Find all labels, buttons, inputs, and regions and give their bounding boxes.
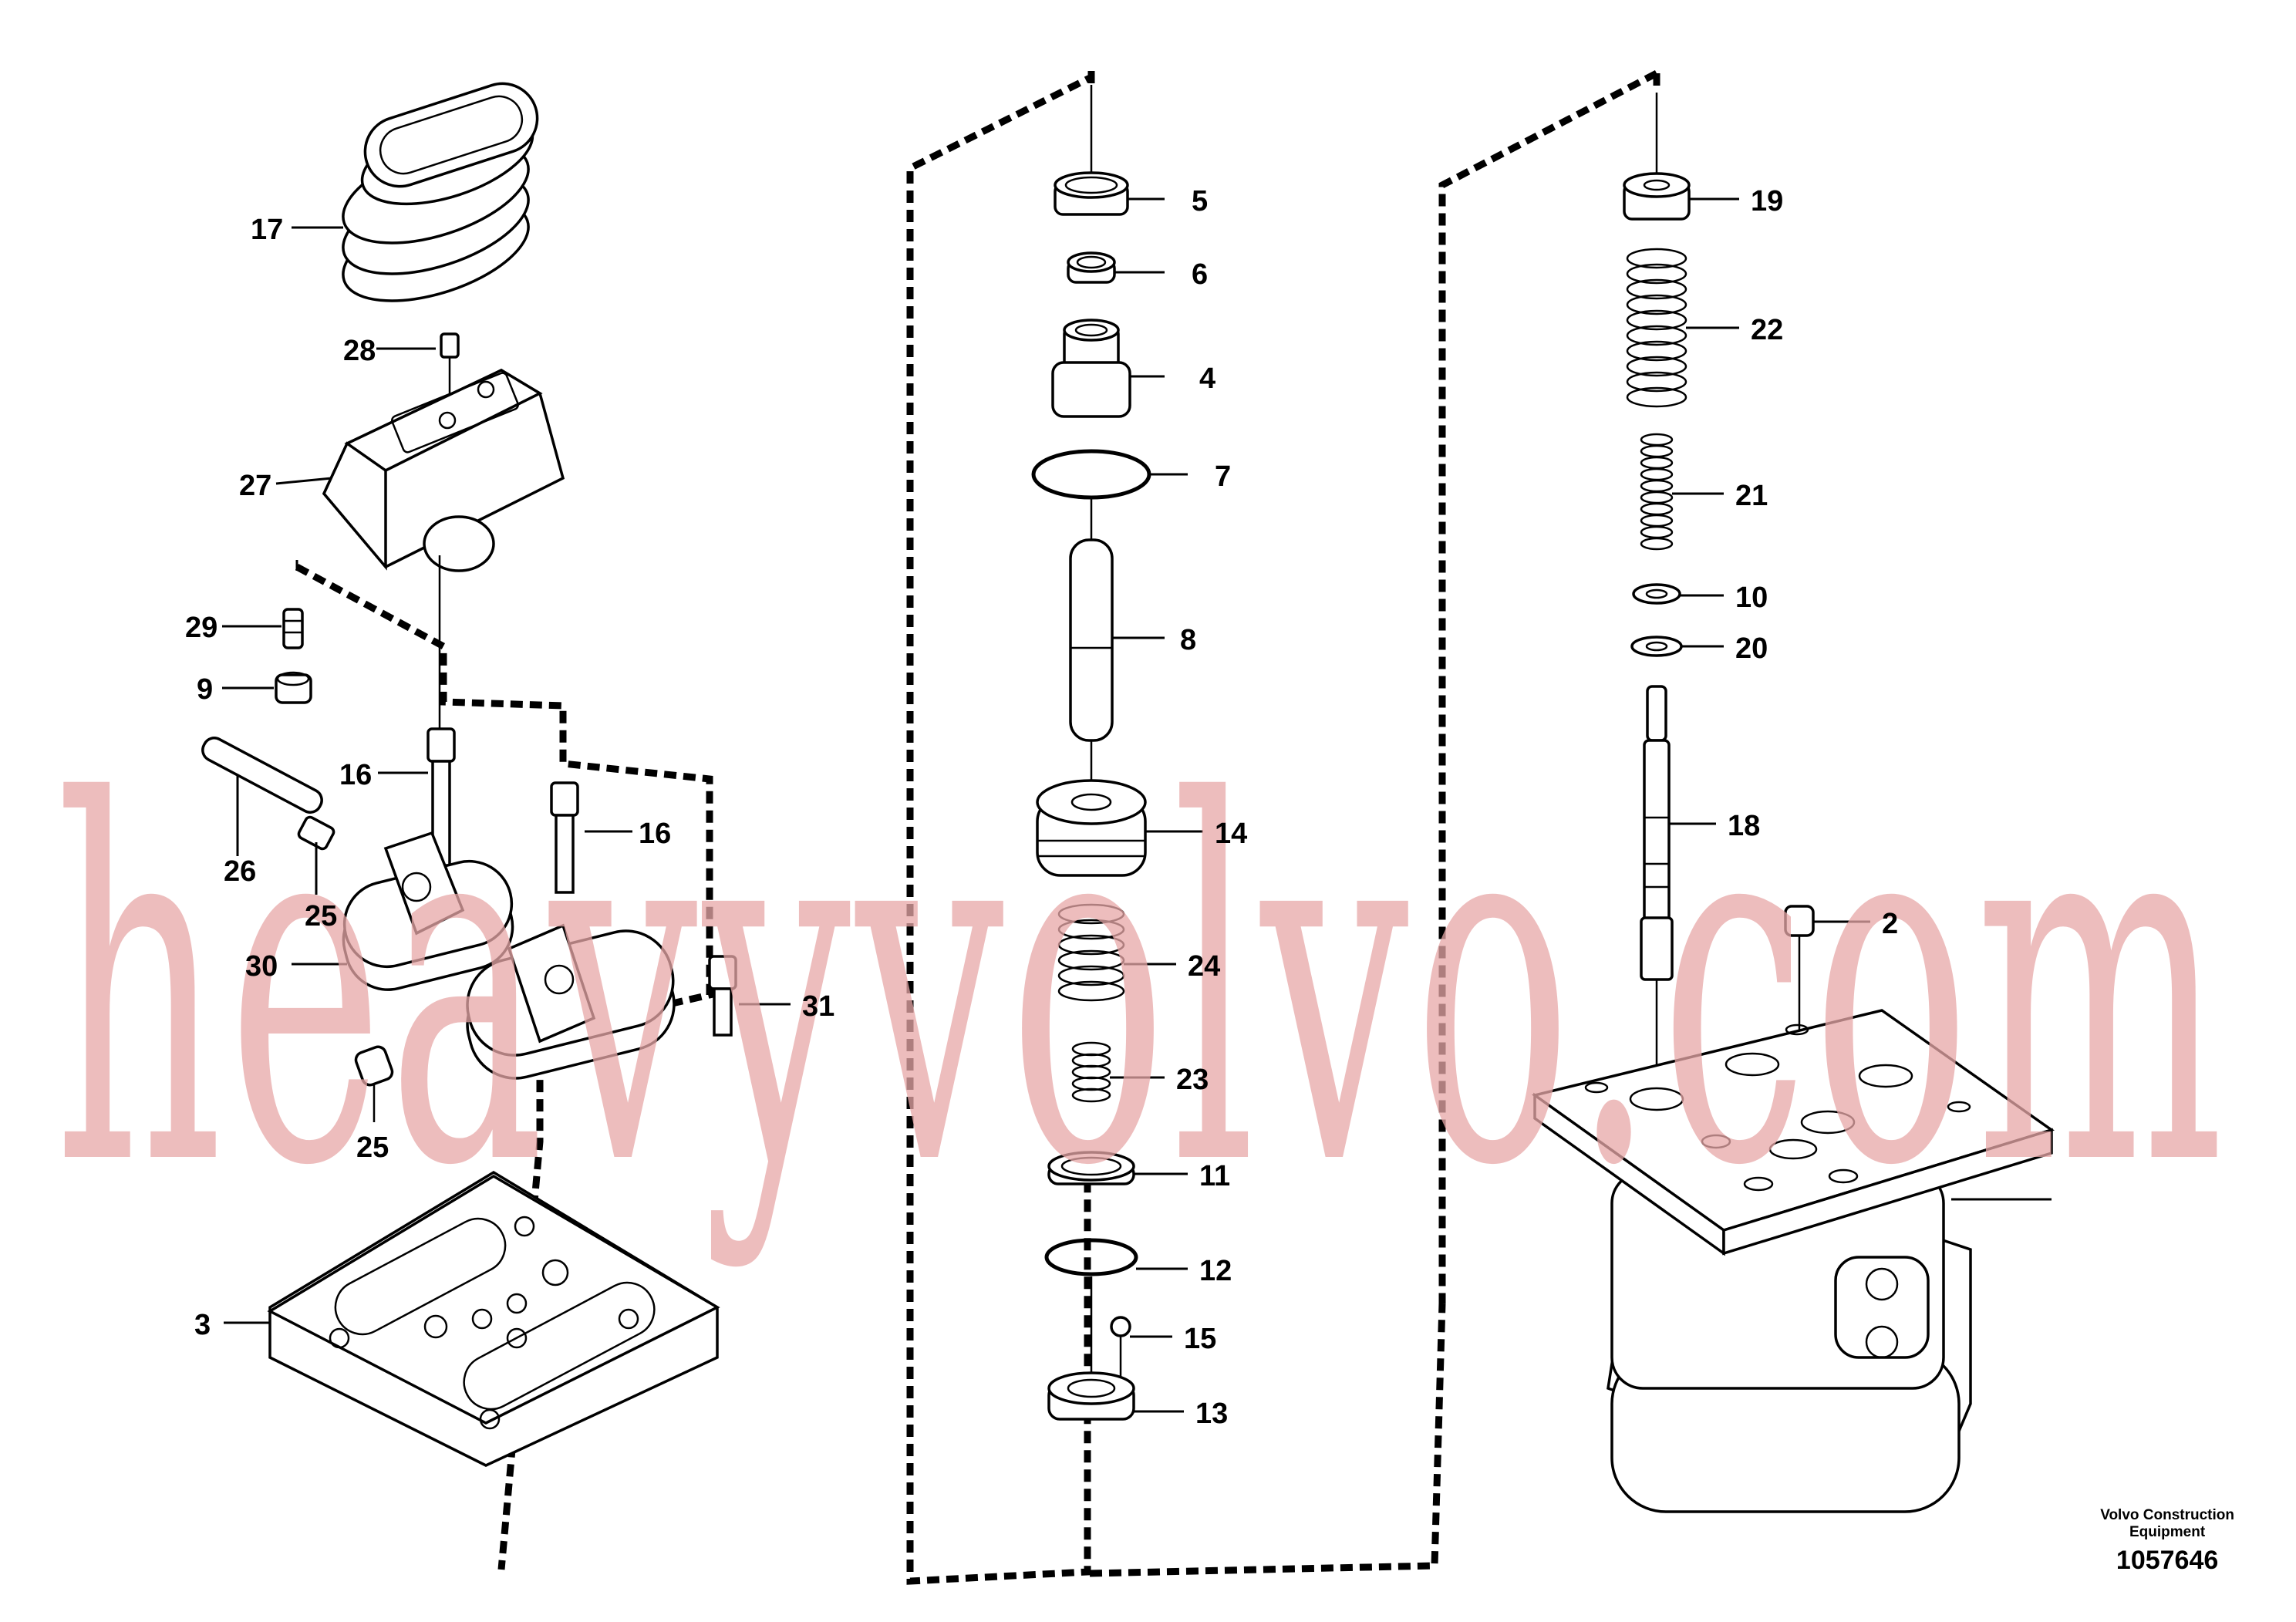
part-9-nut [275,671,312,704]
part-7-o-ring [1031,449,1151,540]
leader-lines [222,197,1870,1413]
callout-11: 11 [1199,1160,1230,1192]
part-12-snap-ring [1044,1238,1138,1384]
part-24-spring [1057,903,1125,1002]
callout-26: 26 [224,855,256,888]
part-13-seat [1047,1371,1135,1421]
part-27-lever-head [322,369,565,572]
callout-25b: 25 [356,1131,389,1164]
middle-stack [1031,85,1151,1421]
part-casing [1531,1009,2055,1513]
part-23-spring [1071,1041,1111,1103]
drawing-number: 1057646 [2116,1546,2219,1575]
callout-13: 13 [1195,1398,1228,1430]
callout-15: 15 [1184,1323,1216,1355]
section-boundaries [295,70,1660,1585]
callout-4: 4 [1199,363,1215,395]
part-6-ring [1067,251,1116,284]
callout-10: 10 [1735,582,1768,614]
brand-line-2: Equipment [2129,1524,2206,1540]
callout-12: 12 [1199,1255,1232,1287]
callout-18: 18 [1728,810,1760,842]
part-18-spool [1640,685,1674,1095]
callout-7: 7 [1215,460,1231,493]
part-3-plate [267,1170,720,1467]
part-19-cap [1623,172,1691,221]
callout-6: 6 [1192,258,1208,291]
callout-28: 28 [343,335,376,367]
callout-16a: 16 [339,759,372,791]
part-30-pusher [342,831,676,1080]
right-stack [1531,93,2055,1513]
callout-5: 5 [1192,185,1208,218]
part-14-piston [1036,779,1147,877]
part-22-spring [1626,248,1687,408]
callout-24: 24 [1188,950,1220,983]
callout-21: 21 [1735,480,1768,512]
callout-23: 23 [1176,1064,1209,1096]
part-29-screw [282,608,304,649]
part-16-bolts [426,555,579,894]
brand-line-1: Volvo Construction [2100,1507,2234,1523]
part-26-pin [201,737,335,851]
part-21-spring [1640,433,1674,551]
callout-2: 2 [1882,908,1898,940]
callout-9: 9 [197,673,213,706]
callout-3: 3 [194,1309,211,1341]
callout-29: 29 [185,612,217,644]
part-20-washer [1630,636,1683,657]
callout-numbers: 17 28 27 29 9 16 16 26 25 30 31 25 3 5 6… [185,185,1898,1430]
part-17-boot [342,82,539,302]
callout-22: 22 [1751,314,1783,346]
watermark-text: heavyvolvo.com [54,699,2229,1273]
callout-19: 19 [1751,185,1783,218]
callout-25a: 25 [305,900,337,932]
part-10-retainer [1632,583,1681,605]
callout-20: 20 [1735,632,1768,665]
callout-14: 14 [1215,818,1247,850]
drawing-footer: Volvo Construction Equipment 1057646 [2100,1507,2234,1576]
callout-31: 31 [802,990,834,1023]
left-assembly [201,82,737,1467]
part-5-seal [1054,171,1129,216]
part-4-plug [1051,319,1131,418]
callout-30: 30 [245,950,278,983]
callout-8: 8 [1180,624,1196,656]
callout-17: 17 [251,214,283,246]
callout-16b: 16 [639,818,671,850]
part-25-bushings [354,1045,394,1122]
callout-27: 27 [239,470,271,502]
part-31-bolt [708,955,737,1037]
